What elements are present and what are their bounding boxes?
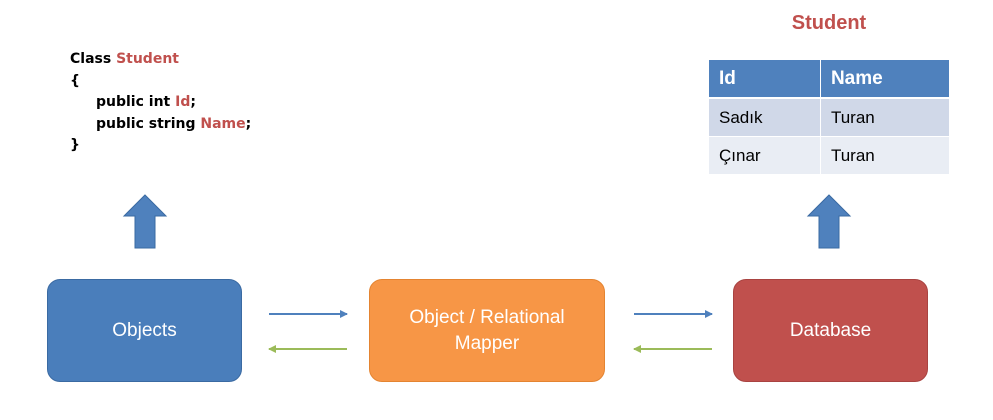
table-row: Çınar Turan (709, 136, 949, 174)
orm-label-line2: Mapper (454, 332, 520, 354)
orm-label-line1: Object / Relational (409, 306, 565, 328)
id-field-name: Id (175, 94, 191, 110)
objects-label: Objects (112, 319, 177, 341)
name-field-type: public string (96, 115, 201, 132)
class-definition: Class Student{public int Id;public strin… (70, 49, 251, 157)
semicolon: ; (245, 115, 252, 132)
table-cell-name: Turan (819, 98, 949, 137)
class-line: Class Student (70, 49, 251, 71)
open-brace: { (70, 72, 80, 89)
table-cell-id: Çınar (709, 136, 821, 174)
header-id: Id (709, 60, 821, 99)
name-field-line: public string Name; (70, 114, 251, 136)
id-field-type: public int (96, 94, 176, 110)
close-brace: } (70, 137, 80, 153)
table-title: Student (791, 12, 867, 34)
semicolon: ; (190, 94, 196, 110)
class-name: Student (116, 51, 179, 67)
orm-label: Object / Relational Mapper (409, 305, 564, 357)
objects-box: Objects (47, 279, 242, 382)
table-cell-id: Sadık (709, 98, 821, 137)
orm-box: Object / Relational Mapper (369, 279, 605, 382)
table-row: Sadık Turan (709, 98, 949, 137)
up-arrow-database (806, 194, 852, 249)
table-header-row: Id Name (709, 60, 949, 99)
name-field-name: Name (200, 115, 246, 132)
table-cell-name: Turan (819, 136, 949, 174)
database-label: Database (789, 319, 872, 341)
student-table: Id Name Sadık Turan Çınar Turan (709, 60, 949, 174)
database-box: Database (733, 279, 928, 382)
id-field-line: public int Id; (70, 92, 251, 114)
class-keyword: Class (70, 51, 117, 67)
up-arrow-objects (122, 194, 168, 249)
header-name: Name (819, 60, 949, 99)
